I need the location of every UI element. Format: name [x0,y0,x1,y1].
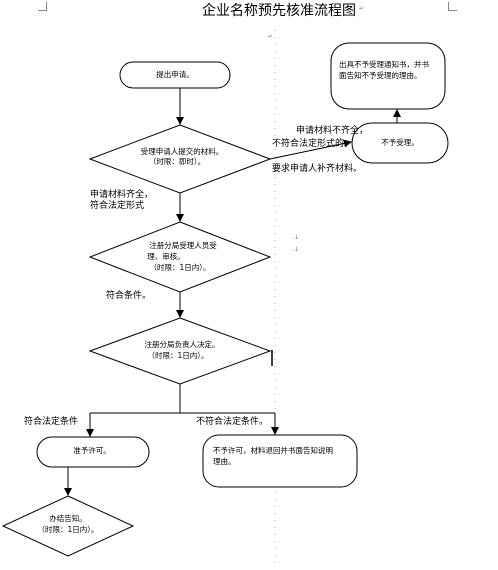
notice-node [330,42,446,110]
reject-node [202,434,358,488]
label-meet: 符合条件。 [106,291,152,301]
not-accept-node-text: 不予受理。 [381,138,419,147]
issue-text-line-1: 办结告知。 [49,514,87,523]
page-title: 企业名称预先核准流程图 [202,3,356,19]
review-text-line-1: 受理申请人提交的材料。 [140,147,224,156]
check-text-line-2: 理、审核。 [147,252,185,261]
check-text-line-1: 注册分局受理人员受 [149,241,217,250]
decide-text-line-1: 注册分局负责人决定。 [144,340,220,349]
not-accept-node [351,122,449,164]
review-text-line-2: （时限：即时）。 [148,157,206,166]
issue-decision [1,495,135,557]
label-complete-line-1: 申请材料齐全， [90,190,154,200]
start-node-text: 提出申请。 [156,70,194,79]
format-mark: .↓ [292,234,299,241]
format-mark: .↓ [292,246,299,253]
label-incomplete-line-2: 不符合法定形式的， [272,139,354,149]
decide-text-line-2: （时限：1日内）。 [147,351,209,360]
notice-text-line-2: 面告知不予受理的理由。 [339,71,422,80]
reject-text-line-2: 理由。 [213,457,236,466]
format-mark: ↵ [359,5,365,12]
approve-node-text: 准予许可。 [73,446,111,455]
label-meet-law: 符合法定条件 [24,417,79,427]
label-complete-line-2: 符合法定形式 [90,201,145,211]
crop-mark-top-left [38,2,47,11]
issue-text-line-2: （时限：1日内）。 [37,525,99,534]
crop-mark-top-right [448,2,457,11]
check-text-line-3: （时限：1日内）。 [149,263,211,272]
label-incomplete-line-1: 申请材料不齐全， [296,126,369,136]
start-node [119,61,231,89]
format-mark: ↵ [268,33,274,40]
approve-node [36,436,150,468]
label-not-meet-law: 不符合法定条件。 [196,417,269,427]
reject-text-line-1: 不予许可，材料退回并书面告知说明 [213,446,333,455]
label-incomplete-line-3: 要求申请人补齐材料。 [272,164,363,174]
arrow-review-to-not-accept [269,139,352,160]
notice-text-line-1: 出具不予受理通知书，并书 [339,60,429,69]
